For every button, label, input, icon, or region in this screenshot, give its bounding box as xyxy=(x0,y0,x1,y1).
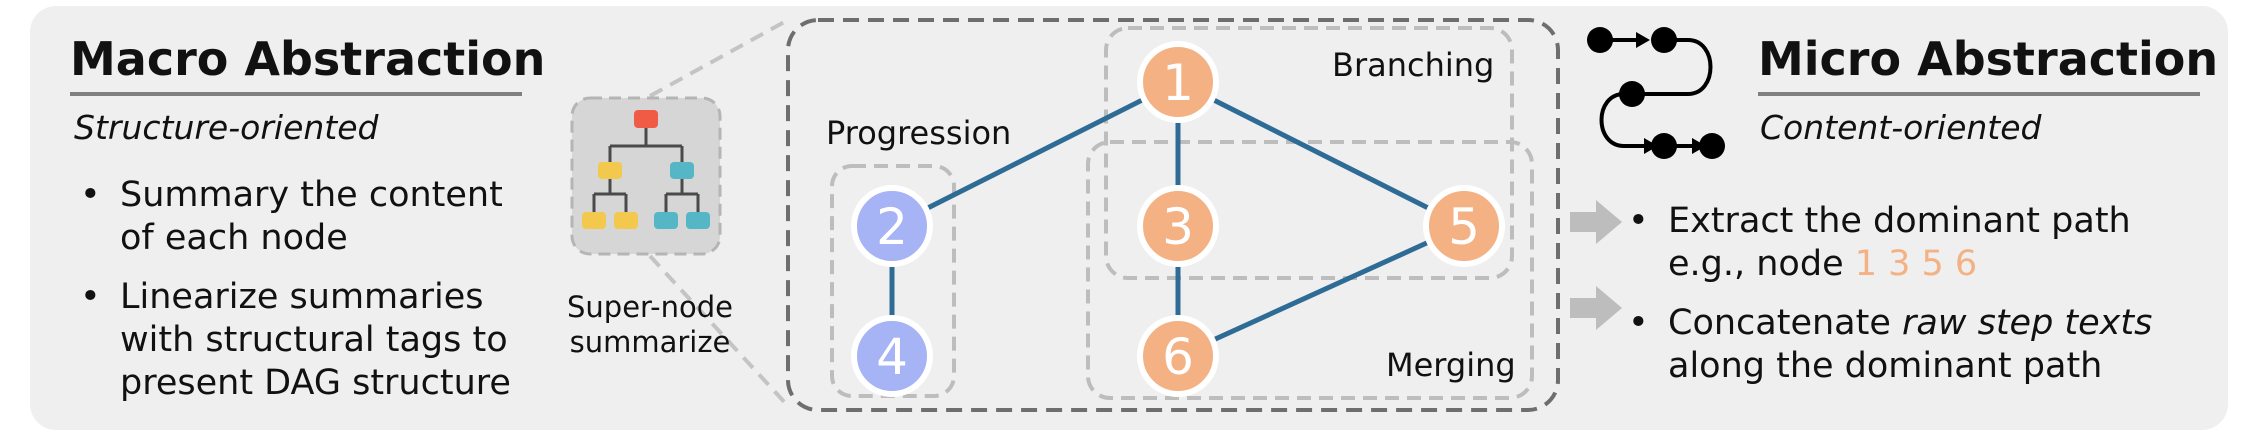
micro-bullet-2-line1: Concatenate raw step texts xyxy=(1668,302,2202,345)
macro-bullet-1-line2: of each node xyxy=(120,218,348,258)
bullet-dot: • xyxy=(80,175,101,215)
micro-title: Micro Abstraction xyxy=(1758,32,2219,86)
micro-bullet-1-line1: Extract the dominant path xyxy=(1668,201,2131,241)
dag-edge-5-6 xyxy=(1176,223,1466,359)
dag-node-5: 5 xyxy=(1423,185,1505,267)
macro-bullet-2-line1: Linearize summaries xyxy=(120,277,484,317)
dag-node-label: 6 xyxy=(1162,328,1194,386)
micro-bullet-1-line2: e.g., node 1 3 5 6 xyxy=(1668,243,2202,286)
supernode-caption-line2: summarize xyxy=(569,325,731,359)
dag-node-circle xyxy=(1137,185,1219,267)
branching-box xyxy=(1104,26,1514,280)
dominant-path-nodes: 1 3 5 6 xyxy=(1854,244,1978,284)
micro-bullet-2: • Concatenate raw step texts along the d… xyxy=(1622,302,2202,388)
dag-node-circle xyxy=(1423,185,1505,267)
branching-label: Branching xyxy=(1332,46,1495,84)
background-panel xyxy=(30,6,2228,430)
dag-node-label: 5 xyxy=(1448,198,1480,256)
path-flow-icon xyxy=(1587,27,1725,159)
dag-node-2: 2 xyxy=(851,185,933,267)
macro-bullet-2-line2: with structural tags to xyxy=(120,320,508,360)
supernode-caption: Super-node summarize xyxy=(566,290,734,360)
dag-edge-1-2 xyxy=(890,79,1180,229)
macro-bullet-list: • Summary the content of each node • Lin… xyxy=(74,174,594,421)
bullet-dot: • xyxy=(80,277,101,317)
supernode-caption-line1: Super-node xyxy=(567,290,733,324)
dag-nodes: 1 2 3 4 5 6 xyxy=(851,41,1505,397)
macro-title: Macro Abstraction xyxy=(70,32,546,86)
macro-title-underline xyxy=(70,92,522,96)
arrow-icons xyxy=(1570,200,1622,330)
macro-subtitle: Structure-oriented xyxy=(74,108,379,147)
dag-node-4: 4 xyxy=(851,315,933,397)
micro-bullet-2-emphasis: raw step texts xyxy=(1902,303,2153,343)
dag-node-circle xyxy=(851,315,933,397)
dag-node-circle xyxy=(1137,41,1219,123)
dag-node-label: 1 xyxy=(1162,54,1194,112)
dag-node-label: 2 xyxy=(876,198,908,256)
dag-node-circle xyxy=(1137,315,1219,397)
bullet-dot: • xyxy=(1628,303,1649,343)
zoom-line-top xyxy=(649,18,789,98)
dag-node-label: 4 xyxy=(876,328,908,386)
macro-bullet-1-line1: Summary the content xyxy=(120,175,503,215)
micro-bullet-1: • Extract the dominant path e.g., node 1… xyxy=(1622,200,2202,286)
merging-label: Merging xyxy=(1386,346,1516,384)
micro-title-underline xyxy=(1758,92,2200,96)
bullet-dot: • xyxy=(1628,201,1649,241)
zoom-line-bottom xyxy=(648,254,790,408)
macro-bullet-1: • Summary the content of each node xyxy=(74,174,594,260)
dag-node-3: 3 xyxy=(1137,185,1219,267)
micro-bullet-list: • Extract the dominant path e.g., node 1… xyxy=(1622,200,2202,404)
dag-node-6: 6 xyxy=(1137,315,1219,397)
micro-bullet-2-line2: along the dominant path xyxy=(1668,346,2103,386)
dag-node-1: 1 xyxy=(1137,41,1219,123)
progression-label: Progression xyxy=(826,114,1012,152)
arrow-right-icon xyxy=(1570,286,1622,330)
arrow-right-icon xyxy=(1570,200,1622,244)
dag-node-label: 3 xyxy=(1162,198,1194,256)
micro-bullet-2-prefix: Concatenate xyxy=(1668,303,1902,343)
dag-edge-1-5 xyxy=(1176,79,1466,229)
dag-outer-frame xyxy=(786,18,1560,412)
micro-bullet-1-prefix: e.g., node xyxy=(1668,244,1855,284)
macro-bullet-2: • Linearize summaries with structural ta… xyxy=(74,276,594,405)
macro-bullet-2-line3: present DAG structure xyxy=(120,363,511,403)
merging-box xyxy=(1086,140,1534,400)
micro-subtitle: Content-oriented xyxy=(1760,108,2042,147)
supernode-tree-icon xyxy=(570,96,722,256)
dag-node-circle xyxy=(851,185,933,267)
